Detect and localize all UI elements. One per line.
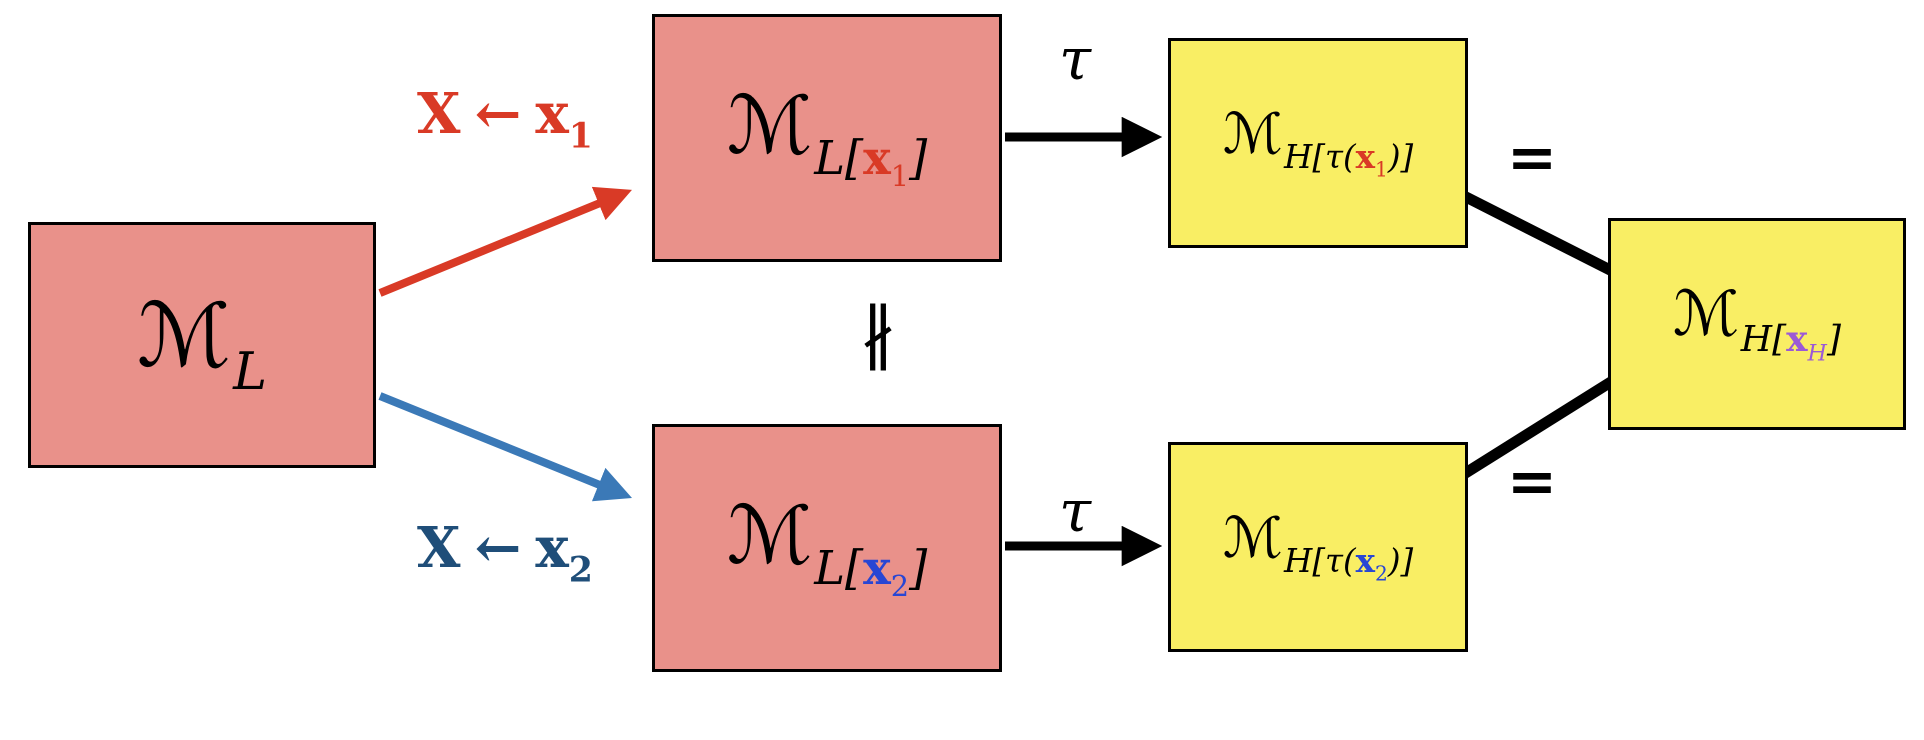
node-model-H-tau-x2: ℳH[τ(x2)] [1168,442,1468,652]
script-M-icon: ℳ [726,78,813,172]
intervention-value-index: 2 [890,568,910,603]
label-equals-bottom: = [1506,447,1558,517]
intervention-value-x: x [863,539,891,595]
intervention-value-x: x [1786,318,1808,361]
label-equals-top: = [1506,123,1558,193]
intervention-value-x: x [535,515,569,581]
subscript-suffix: )] [1387,137,1414,176]
left-arrow-icon: ← [474,515,522,581]
label-intervention-x2: X←x2 [320,520,690,588]
node-model-L-x2: ℳL[x2] [652,424,1002,672]
subscript-prefix: H[ [1740,319,1787,361]
subscript-suffix: ] [1826,319,1842,361]
intervened-variable: X [417,81,461,147]
script-M-icon: ℳ [1222,101,1283,167]
node-model-H-tau-x1-label: ℳH[τ(x1)] [1223,106,1414,181]
node-model-H-xH: ℳH[xH] [1608,218,1906,430]
script-M-icon: ℳ [1672,277,1740,351]
intervention-value-index: 1 [1375,156,1388,181]
edge-equals-top [1461,191,1617,277]
subscript-suffix: )] [1387,541,1414,580]
subscript: L [233,342,268,402]
node-model-H-tau-x2-label: ℳH[τ(x2)] [1223,510,1414,585]
intervention-value-x: x [863,129,891,185]
subscript-suffix: ] [909,540,928,595]
node-model-L-x1-label: ℳL[x1] [727,85,928,193]
node-model-L-label: ℳL [137,292,267,398]
label-tau-bottom: τ [1058,477,1092,545]
intervention-value-index: H [1807,340,1827,367]
label-intervention-x1: X←x1 [320,86,690,154]
intervention-value-index: 1 [890,158,910,193]
subscript-prefix: L[ [814,130,864,185]
edge-equals-bottom [1461,375,1617,479]
script-M-icon: ℳ [1222,505,1283,571]
subscript-prefix: H[τ( [1284,137,1356,176]
node-model-H-tau-x1: ℳH[τ(x1)] [1168,38,1468,248]
label-not-parallel: ∦ [861,294,895,373]
label-tau-top: τ [1058,25,1092,93]
script-M-icon: ℳ [136,284,232,387]
subscript-prefix: L[ [814,540,864,595]
intervention-value-index: 1 [568,115,593,157]
node-model-L-x2-label: ℳL[x2] [727,495,928,603]
intervention-value-x: x [1355,541,1375,580]
intervention-value-index: 2 [1375,560,1388,585]
intervention-value-x: x [1355,137,1375,176]
node-model-L-x1: ℳL[x1] [652,14,1002,262]
subscript-suffix: ] [909,130,928,185]
intervened-variable: X [417,515,461,581]
arrow-intervention-x2 [378,392,633,502]
arrow-intervention-x1 [378,186,632,297]
intervention-value-x: x [535,81,569,147]
script-M-icon: ℳ [726,488,813,582]
intervention-value-index: 2 [568,549,593,591]
subscript-prefix: H[τ( [1284,541,1356,580]
node-model-H-xH-label: ℳH[xH] [1673,283,1841,365]
left-arrow-icon: ← [474,81,522,147]
node-model-L: ℳL [28,222,376,468]
